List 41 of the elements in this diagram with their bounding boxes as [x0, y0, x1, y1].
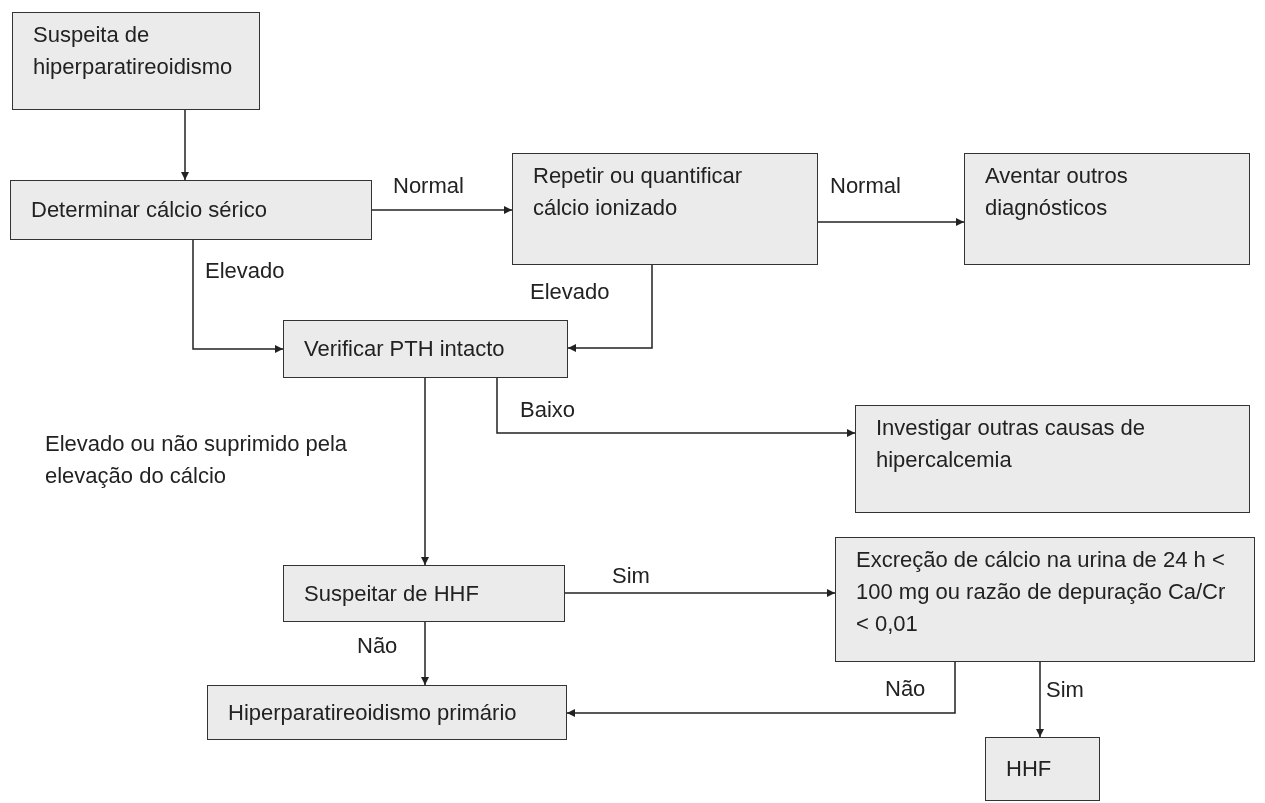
edge-label: Elevado	[205, 257, 285, 285]
edge-label: Normal	[830, 172, 901, 200]
box-text: Investigar outras causas de hipercalcemia	[876, 415, 1146, 472]
box-text: Determinar cálcio sérico	[31, 196, 267, 225]
arrow	[1036, 661, 1044, 738]
edge-label: Elevado	[530, 278, 610, 306]
box-text: HHF	[1006, 755, 1052, 784]
edge-label: Baixo	[520, 396, 576, 424]
process-box	[964, 153, 1250, 265]
process-box	[835, 537, 1255, 662]
process-box	[855, 405, 1250, 513]
arrow	[192, 239, 284, 353]
process-box	[283, 565, 565, 622]
edge-label: Não	[357, 632, 398, 660]
process-box	[985, 737, 1100, 801]
arrow	[817, 218, 965, 226]
edge-label: Sim	[1046, 676, 1084, 704]
edge-label: Elevado ou não suprimido pela elevação do cálcio	[45, 430, 349, 490]
edge-label: Normal	[393, 172, 464, 200]
process-box	[10, 180, 372, 240]
process-box	[207, 685, 567, 740]
process-box	[512, 153, 818, 265]
edge-label: Não	[885, 675, 926, 703]
arrow	[567, 264, 653, 352]
arrow	[566, 661, 956, 717]
process-box	[12, 12, 260, 110]
process-box	[283, 320, 568, 378]
box-text: Verificar PTH intacto	[304, 335, 505, 364]
arrow	[371, 206, 513, 214]
box-text: Suspeita de hiperparatireoidismo	[33, 22, 233, 79]
arrow	[564, 589, 836, 597]
box-text: Aventar outros diagnósticos	[985, 163, 1128, 220]
arrow	[496, 377, 856, 437]
box-text: Suspeitar de HHF	[304, 579, 479, 608]
arrow	[421, 377, 429, 566]
arrow	[421, 621, 429, 686]
box-text: Hiperparatireoidismo primário	[228, 698, 517, 727]
edge-label: Sim	[612, 562, 650, 590]
box-text: Excreção de cálcio na urina de 24 h < 100 mg ou razão de depuração Ca/Cr < 0,01	[856, 547, 1226, 636]
arrow	[181, 109, 189, 181]
box-text: Repetir ou quantificar cálcio ionizado	[533, 163, 743, 220]
